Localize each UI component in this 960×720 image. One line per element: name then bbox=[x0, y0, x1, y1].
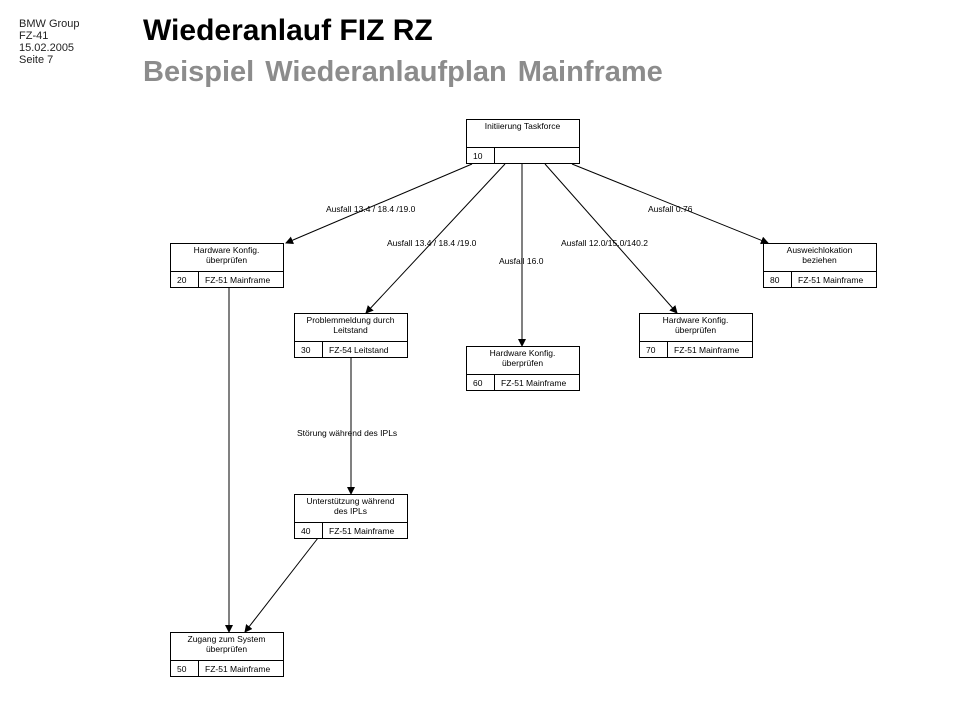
task-name-line: Hardware Konfig. bbox=[663, 315, 729, 325]
task-name-line: überprüfen bbox=[206, 255, 247, 265]
task-owner: FZ-51 Mainframe bbox=[329, 526, 394, 536]
task-number: 40 bbox=[301, 526, 311, 536]
task-owner: FZ-51 Mainframe bbox=[205, 275, 270, 285]
edge-label: Ausfall 16.0 bbox=[499, 256, 544, 266]
task-name-line: überprüfen bbox=[675, 325, 716, 335]
task-box bbox=[639, 313, 753, 358]
task-name-line: Problemmeldung durch bbox=[307, 315, 395, 325]
task-name-line: Leitstand bbox=[333, 325, 368, 335]
task-box bbox=[466, 119, 580, 164]
edge-n10-n80 bbox=[571, 163, 769, 245]
edge-label: Ausfall 13.4 / 18.4 /19.0 bbox=[326, 204, 416, 214]
task-number: 50 bbox=[177, 664, 187, 674]
task-name-line: Hardware Konfig. bbox=[490, 348, 556, 358]
task-box bbox=[466, 346, 580, 391]
task-box bbox=[763, 243, 877, 288]
task-node-20[interactable]: Hardware Konfig.überprüfen 20 FZ-51 Mainfr… bbox=[170, 243, 284, 288]
edge-n10-n30 bbox=[365, 163, 506, 314]
task-number: 70 bbox=[646, 345, 656, 355]
task-node-60[interactable]: Hardware Konfig.überprüfen 60 FZ-51 Mainfr… bbox=[466, 346, 580, 391]
task-name-line: Zugang zum System bbox=[188, 634, 266, 644]
edge-label: Störung während des IPLs bbox=[297, 428, 397, 438]
meta-page: Seite 7 bbox=[19, 54, 54, 66]
meta-department: FZ-41 bbox=[19, 30, 49, 42]
task-number: 10 bbox=[473, 151, 483, 161]
task-box bbox=[294, 494, 408, 539]
task-owner: FZ-54 Leitstand bbox=[329, 345, 389, 355]
task-owner: FZ-51 Mainframe bbox=[798, 275, 863, 285]
task-number: 30 bbox=[301, 345, 311, 355]
task-name-line: überprüfen bbox=[206, 644, 247, 654]
task-number: 60 bbox=[473, 378, 483, 388]
task-name-line: beziehen bbox=[802, 255, 837, 265]
task-name-line: Unterstützung während bbox=[307, 496, 395, 506]
task-node-10[interactable]: Initiierung Taskforce 10 bbox=[466, 119, 580, 164]
page-subtitle: Beispiel Wiederanlaufplan Mainframe bbox=[143, 56, 663, 88]
task-box bbox=[294, 313, 408, 358]
task-box bbox=[170, 632, 284, 677]
task-owner: FZ-51 Mainframe bbox=[205, 664, 270, 674]
task-name-line: des IPLs bbox=[334, 506, 367, 516]
meta-company: BMW Group bbox=[19, 18, 80, 30]
edge-label: Ausfall 0.76 bbox=[648, 204, 693, 214]
task-name-line: überprüfen bbox=[502, 358, 543, 368]
task-owner: FZ-51 Mainframe bbox=[501, 378, 566, 388]
task-node-70[interactable]: Hardware Konfig.überprüfen 70 FZ-51 Mainfr… bbox=[639, 313, 753, 358]
task-name-line: Initiierung Taskforce bbox=[485, 121, 561, 131]
page-title: Wiederanlauf FIZ RZ bbox=[143, 14, 433, 47]
task-owner: FZ-51 Mainframe bbox=[674, 345, 739, 355]
edge-n40-n50 bbox=[244, 537, 319, 633]
task-number: 20 bbox=[177, 275, 187, 285]
edge-n10-n70 bbox=[544, 163, 678, 314]
edge-label: Ausfall 12.0/15.0/140.2 bbox=[561, 238, 648, 248]
task-name-line: Hardware Konfig. bbox=[194, 245, 260, 255]
task-box bbox=[170, 243, 284, 288]
document-meta: BMW Group FZ-41 15.02.2005 Seite 7 bbox=[19, 18, 80, 66]
edge-label: Ausfall 13.4 / 18.4 /19.0 bbox=[387, 238, 477, 248]
meta-date: 15.02.2005 bbox=[19, 42, 75, 54]
edge-n10-n20 bbox=[285, 163, 473, 244]
task-name-line: Ausweichlokation bbox=[787, 245, 853, 255]
task-number: 80 bbox=[770, 275, 780, 285]
